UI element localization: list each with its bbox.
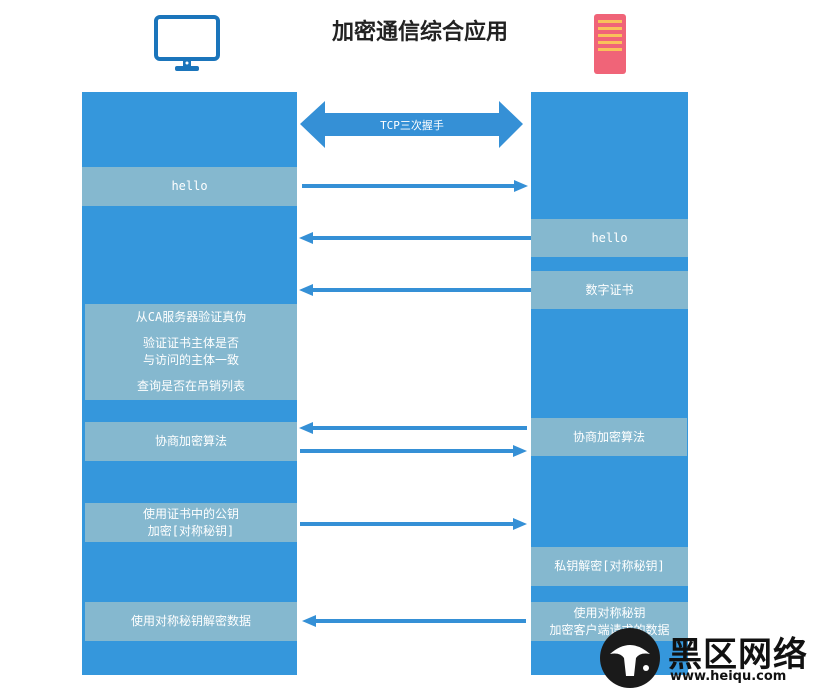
verify-line-4: 查询是否在吊销列表 (136, 379, 245, 393)
arrow-server-cert (299, 284, 531, 296)
client-verify-box: 从CA服务器验证真伪 验证证书主体是否 与访问的主体一致 查询是否在吊销列表 (85, 304, 297, 400)
verify-line-2: 验证证书主体是否 (142, 336, 239, 350)
arrow-negotiate-to-client (299, 422, 527, 434)
client-encrypt-key-box: 使用证书中的公钥 加密[对称秘钥] (85, 503, 297, 542)
client-negotiate-box: 协商加密算法 (85, 422, 297, 461)
server-rack-icon (594, 14, 626, 74)
client-decrypt-data-label: 使用对称秘钥解密数据 (130, 614, 251, 628)
diagram-title: 加密通信综合应用 (331, 19, 508, 45)
server-decrypt-key-box: 私钥解密[对称秘钥] (531, 547, 688, 586)
server-hello-label: hello (591, 230, 628, 245)
watermark-url: www.heiqu.com (670, 669, 787, 684)
server-hello-box: hello (531, 219, 688, 257)
client-decrypt-data-box: 使用对称秘钥解密数据 (85, 602, 297, 641)
client-hello-label: hello (171, 179, 208, 193)
arrow-negotiate-to-server (300, 445, 527, 457)
server-encrypt-line-1: 使用对称秘钥 (573, 605, 646, 620)
arrow-encrypted-data (302, 615, 526, 627)
server-cert-label: 数字证书 (585, 282, 634, 297)
desktop-monitor-icon (154, 15, 220, 71)
server-cert-box: 数字证书 (531, 271, 688, 309)
encrypt-line-2: 加密[对称秘钥] (147, 523, 235, 538)
server-decrypt-key-label: 私钥解密[对称秘钥] (554, 559, 665, 573)
handshake-label: TCP三次握手 (380, 119, 444, 132)
verify-line-3: 与访问的主体一致 (142, 353, 239, 367)
arrow-client-hello (302, 180, 528, 192)
watermark-text: 黑区网络 (668, 635, 808, 675)
encrypt-line-1: 使用证书中的公钥 (142, 506, 239, 521)
server-negotiate-label: 协商加密算法 (572, 429, 645, 444)
arrow-server-hello (299, 232, 531, 244)
client-negotiate-label: 协商加密算法 (154, 434, 227, 448)
server-negotiate-box: 协商加密算法 (531, 418, 687, 456)
verify-line-1: 从CA服务器验证真伪 (135, 310, 247, 324)
site-logo-watermark (600, 628, 660, 688)
client-hello-box: hello (82, 167, 297, 206)
arrow-encrypted-key (300, 518, 527, 530)
handshake-double-arrow (300, 101, 523, 148)
